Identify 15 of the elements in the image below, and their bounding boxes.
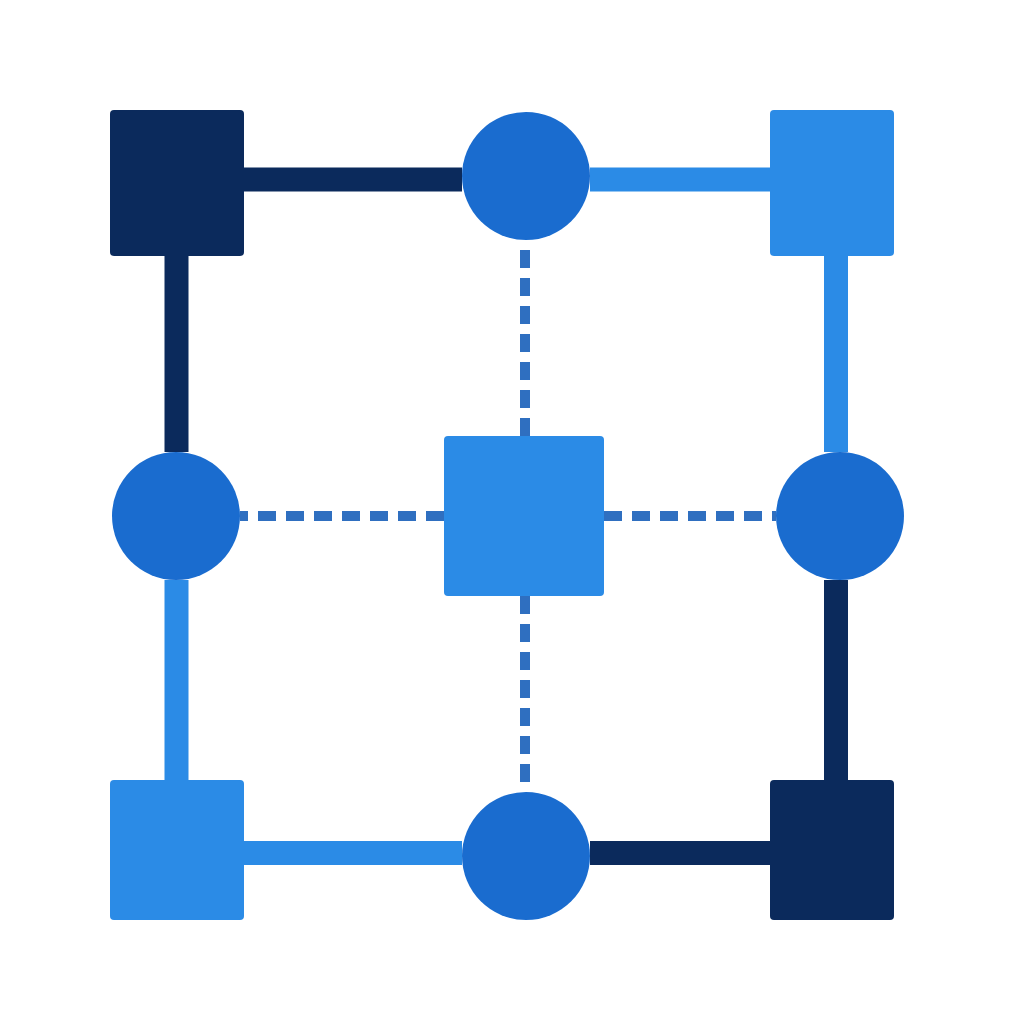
connector-bar bbox=[590, 841, 770, 865]
square-node bbox=[444, 436, 604, 596]
square-node bbox=[770, 110, 894, 256]
connector-bar bbox=[164, 256, 189, 452]
square-node bbox=[770, 780, 894, 920]
connector-bar bbox=[244, 167, 462, 192]
dashed-connector bbox=[604, 511, 776, 521]
square-node bbox=[110, 780, 244, 920]
square-node bbox=[110, 110, 244, 256]
connector-bar bbox=[164, 580, 189, 780]
connector-bar bbox=[824, 256, 848, 452]
connector-bar bbox=[590, 167, 770, 192]
connector-bar bbox=[244, 841, 462, 865]
connector-bar bbox=[824, 580, 848, 780]
dashed-connector bbox=[240, 511, 444, 521]
